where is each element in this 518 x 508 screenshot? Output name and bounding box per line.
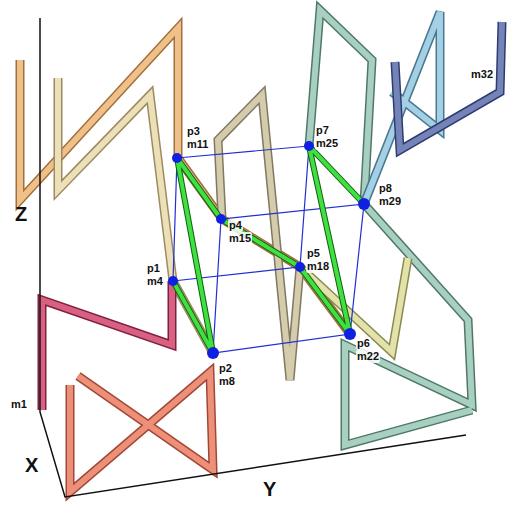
site-label: m8 (218, 375, 236, 388)
site-label: p3 (186, 125, 201, 138)
bonds-light (173, 146, 364, 353)
site-label: p6 (356, 337, 371, 350)
tube-blue (395, 22, 502, 150)
tubes (20, 10, 502, 492)
axes (40, 18, 466, 497)
site-label: p2 (218, 362, 233, 375)
site-label: m15 (228, 232, 252, 245)
axis-label: Z (14, 203, 28, 225)
tube-grey (218, 95, 300, 380)
site-label: m4 (146, 275, 164, 288)
axis-label: Y (262, 478, 277, 500)
site-label: m32 (470, 68, 494, 81)
site-label: m22 (356, 350, 380, 363)
site-label: p5 (306, 247, 321, 260)
site-label: m11 (186, 138, 209, 151)
bonds (173, 146, 364, 353)
site-label: m29 (378, 195, 402, 208)
site-label: p4 (228, 219, 243, 232)
site-label: m1 (10, 398, 28, 411)
site-label: m25 (315, 137, 339, 150)
axis-label: X (24, 454, 39, 476)
site-label: p1 (146, 262, 161, 275)
site-label: m18 (306, 260, 330, 273)
site-label: p8 (378, 182, 393, 195)
site-label: p7 (315, 124, 330, 137)
sites (168, 141, 370, 359)
unit-cell (173, 146, 364, 353)
